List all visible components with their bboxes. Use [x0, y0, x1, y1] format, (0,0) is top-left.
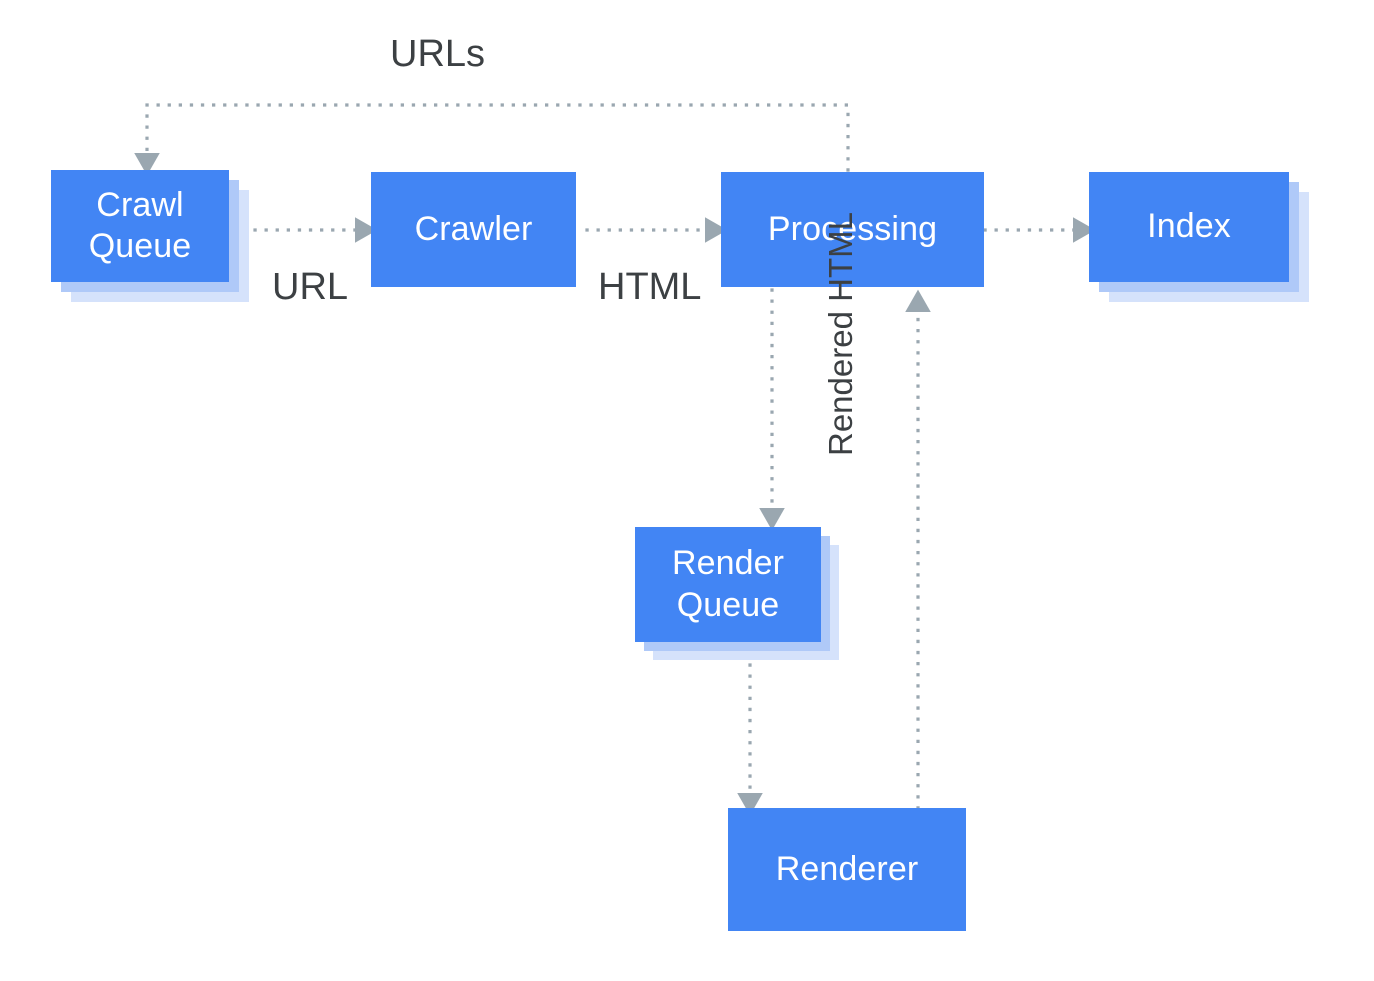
node-index[interactable]: Index [1089, 172, 1289, 282]
node-crawl-queue-label: Crawl Queue [88, 185, 192, 265]
node-renderer[interactable]: Renderer [728, 808, 966, 931]
node-crawler[interactable]: Crawler [371, 172, 576, 287]
node-crawler-label: Crawler [414, 209, 533, 248]
node-renderer-label: Renderer [775, 849, 919, 888]
node-processing-label: Processing [767, 209, 938, 248]
edge-processing-to-crawl-queue [134, 103, 850, 176]
edge-label-rendered-html: Rendered HTML [822, 212, 859, 456]
node-render-queue[interactable]: Render Queue [635, 527, 821, 642]
node-processing[interactable]: Processing [721, 172, 984, 287]
edge-label-url: URL [272, 266, 349, 308]
node-index-label: Index [1147, 207, 1231, 246]
edge-label-html: HTML [598, 266, 702, 308]
edge-label-urls: URLs [390, 33, 486, 75]
node-crawl-queue[interactable]: Crawl Queue [51, 170, 229, 282]
node-render-queue-label: Render Queue [671, 544, 785, 624]
